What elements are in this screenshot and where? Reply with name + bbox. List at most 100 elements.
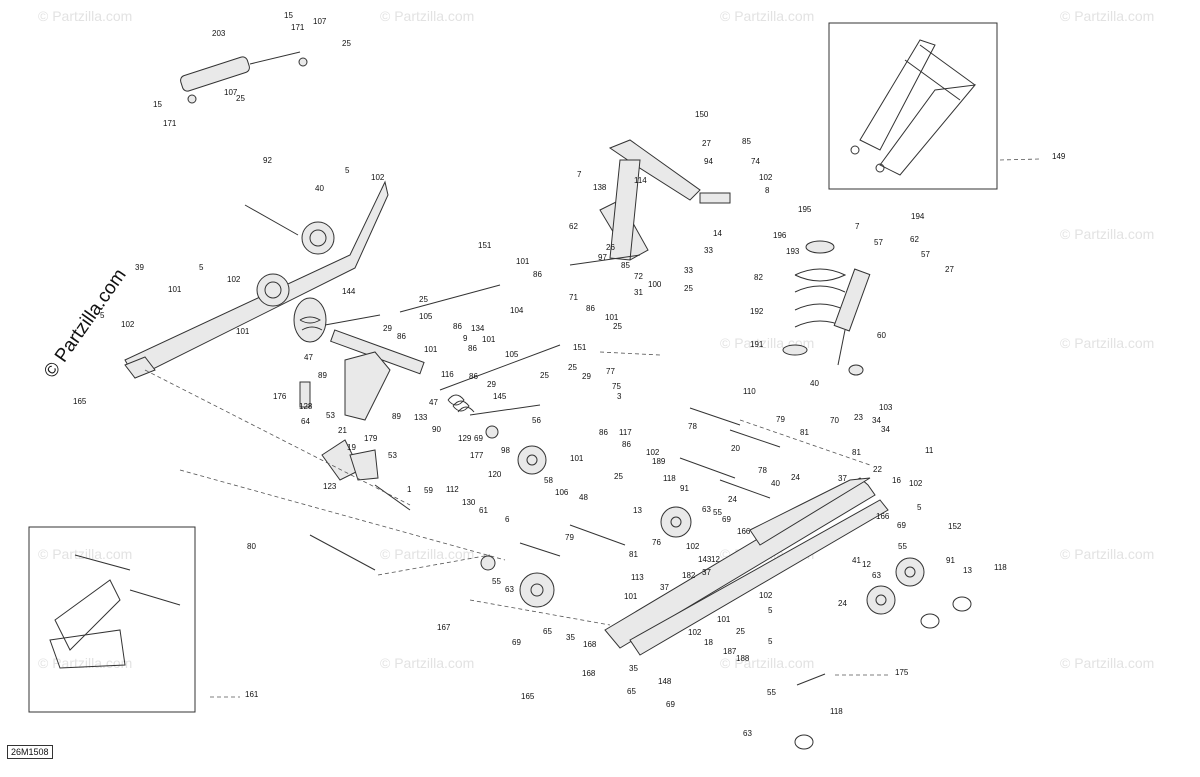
bracket-123 bbox=[321, 439, 379, 481]
callout-label: 102 bbox=[227, 275, 241, 284]
callout-label: 168 bbox=[582, 669, 596, 678]
callout-label: 19 bbox=[347, 443, 356, 452]
inset-front-arm-161 bbox=[49, 554, 181, 669]
callout-label: 35 bbox=[629, 664, 638, 673]
callout-label: 5 bbox=[199, 263, 204, 272]
callout-label: 98 bbox=[501, 446, 510, 455]
callout-label: 145 bbox=[493, 392, 507, 401]
callout-label: 118 bbox=[830, 707, 843, 716]
callout-label: 15 bbox=[153, 100, 162, 109]
callout-label: 3 bbox=[617, 392, 622, 401]
callout-label: 33 bbox=[704, 246, 713, 255]
callout-label: 80 bbox=[247, 542, 256, 551]
callout-label: 112 bbox=[446, 485, 459, 494]
callout-label: 129 bbox=[458, 434, 472, 443]
callout-label: 86 bbox=[586, 304, 595, 313]
callout-label: 5 bbox=[768, 637, 773, 646]
callout-label: 63 bbox=[702, 505, 711, 514]
callout-label: 182 bbox=[682, 571, 696, 580]
callout-label: 102 bbox=[909, 479, 923, 488]
callout-label: 25 bbox=[684, 284, 693, 293]
callout-label: 81 bbox=[852, 448, 861, 457]
callout-label: 41 bbox=[852, 556, 861, 565]
callout-label: 91 bbox=[680, 484, 689, 493]
callout-label: 57 bbox=[921, 250, 930, 259]
callout-label: 79 bbox=[776, 415, 785, 424]
callout-label: 187 bbox=[723, 647, 737, 656]
callout-label: 86 bbox=[453, 322, 462, 331]
callout-label: 102 bbox=[759, 173, 773, 182]
callout-label: 86 bbox=[533, 270, 542, 279]
callout-label: 79 bbox=[565, 533, 574, 542]
callout-label: 55 bbox=[492, 577, 501, 586]
callout-label: 59 bbox=[424, 486, 433, 495]
callout-label: 55 bbox=[767, 688, 776, 697]
callout-label: 71 bbox=[569, 293, 578, 302]
callout-label: 165 bbox=[73, 397, 87, 406]
callout-label: 91 bbox=[946, 556, 955, 565]
callout-label: 101 bbox=[236, 327, 250, 336]
callout-label: 23 bbox=[854, 413, 863, 422]
callout-label: 37 bbox=[702, 568, 711, 577]
callout-label: 64 bbox=[301, 417, 310, 426]
rear-arm-114 bbox=[569, 139, 731, 266]
callout-label: 55 bbox=[898, 542, 907, 551]
callout-label: 40 bbox=[810, 379, 819, 388]
callout-label: 13 bbox=[963, 566, 972, 575]
callout-label: 5 bbox=[100, 311, 105, 320]
callout-label: 7 bbox=[577, 170, 582, 179]
callout-label: 47 bbox=[304, 353, 313, 362]
callout-label: 70 bbox=[830, 416, 839, 425]
callout-label: 90 bbox=[432, 425, 441, 434]
idler-wheels bbox=[480, 425, 925, 615]
callout-label: 194 bbox=[911, 212, 925, 221]
callout-label: 34 bbox=[881, 425, 890, 434]
callout-label: 86 bbox=[469, 372, 478, 381]
callout-label: 101 bbox=[624, 592, 638, 601]
callout-label: 118 bbox=[663, 474, 676, 483]
callout-label: 29 bbox=[582, 372, 591, 381]
callout-label: 63 bbox=[872, 571, 881, 580]
callout-label: 74 bbox=[751, 157, 760, 166]
callout-label: 97 bbox=[598, 253, 607, 262]
callout-label: 25 bbox=[419, 295, 428, 304]
callout-label: 65 bbox=[627, 687, 636, 696]
callout-label: 25 bbox=[236, 94, 245, 103]
callout-label: 56 bbox=[532, 416, 541, 425]
callout-label: 40 bbox=[771, 479, 780, 488]
callout-label: 24 bbox=[838, 599, 847, 608]
callout-label: 77 bbox=[606, 367, 615, 376]
callout-label: 128 bbox=[299, 402, 313, 411]
caps-118 bbox=[794, 596, 972, 750]
callout-label: 53 bbox=[388, 451, 397, 460]
callout-label: 24 bbox=[791, 473, 800, 482]
callout-label: 89 bbox=[318, 371, 327, 380]
shock-absorber-203 bbox=[180, 51, 308, 104]
callout-label: 37 bbox=[660, 583, 669, 592]
callout-label: 69 bbox=[512, 638, 521, 647]
shafts bbox=[309, 284, 781, 571]
callout-label: 101 bbox=[482, 335, 496, 344]
callout-label: 35 bbox=[566, 633, 575, 642]
callout-label: 65 bbox=[543, 627, 552, 636]
inset-box-front-arm bbox=[28, 526, 196, 713]
callout-label: 86 bbox=[622, 440, 631, 449]
callout-label: 81 bbox=[800, 428, 809, 437]
callout-label: 101 bbox=[717, 615, 731, 624]
callout-label: 176 bbox=[273, 392, 287, 401]
callout-label: 85 bbox=[621, 261, 630, 270]
callout-label: 149 bbox=[1052, 152, 1066, 161]
callout-label: 130 bbox=[462, 498, 476, 507]
diagram-reference-code: 26M1508 bbox=[7, 745, 53, 759]
callout-label: 165 bbox=[521, 692, 535, 701]
callout-label: 69 bbox=[722, 515, 731, 524]
callout-label: 62 bbox=[910, 235, 919, 244]
callout-label: 21 bbox=[338, 426, 347, 435]
callout-label: 134 bbox=[471, 324, 485, 333]
left-rail-165 bbox=[124, 180, 389, 379]
callout-label: 138 bbox=[593, 183, 607, 192]
callout-label: 100 bbox=[648, 280, 662, 289]
inset-rear-arm-149 bbox=[850, 39, 977, 176]
callout-label: 57 bbox=[874, 238, 883, 247]
callout-label: 25 bbox=[613, 322, 622, 331]
